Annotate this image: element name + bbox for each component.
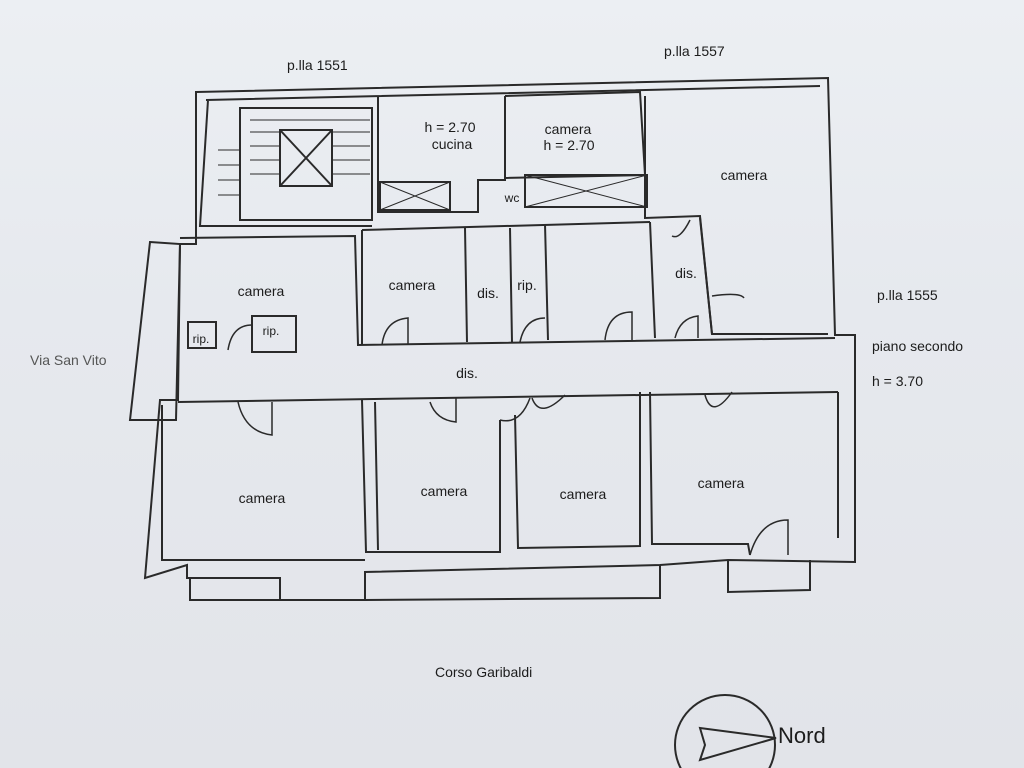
- room-label-camera-mid-2: camera: [388, 277, 436, 293]
- balcony-west: [128, 240, 182, 421]
- inner-wall-line: [198, 85, 821, 227]
- wall-mid-rooms: [361, 217, 713, 345]
- room-label-camera-bottom-1: camera: [238, 490, 286, 506]
- room-label-camera-top-right: camera: [720, 167, 768, 183]
- parcel-label-west: p.lla 1551: [287, 57, 348, 73]
- room-label-cucina: cucina: [431, 136, 473, 152]
- balcony-south-2: [364, 565, 661, 601]
- stair-steps: [218, 119, 370, 196]
- room-label-rip-a: rip.: [192, 332, 210, 346]
- room-label-camera-bottom-3: camera: [559, 486, 607, 502]
- room-label-camera-mid-left: camera: [237, 283, 285, 299]
- room-label-wc: wc: [504, 191, 520, 205]
- north-arrow-symbol: [674, 694, 777, 768]
- balcony-south-3: [727, 560, 811, 594]
- rip-closet-b: [251, 315, 297, 353]
- elevator-shaft: [279, 129, 333, 187]
- door-swings: [227, 219, 789, 556]
- cucina-cabinet: [379, 181, 451, 211]
- wall-bottom-rooms: [161, 391, 839, 561]
- parcel-label-north: p.lla 1557: [664, 43, 725, 59]
- room-label-dis-b: dis.: [675, 265, 697, 281]
- north-arrow-label: Nord: [778, 723, 826, 748]
- wall-camera-top-right: [644, 96, 828, 335]
- street-label-south: Corso Garibaldi: [435, 664, 533, 680]
- wardrobe: [524, 174, 648, 208]
- cabinet-cross: [379, 181, 451, 211]
- floor-name: piano secondo: [872, 338, 964, 354]
- street-label-west: Via San Vito: [30, 352, 107, 368]
- room-label-rip-c: rip.: [517, 277, 537, 293]
- wall-mid-row: [179, 234, 836, 347]
- wall-mid-top: [361, 221, 651, 231]
- balcony-south-1: [189, 578, 280, 601]
- room-label-dis-a: dis.: [477, 285, 499, 301]
- room-label-rip-b: rip.: [262, 324, 280, 338]
- room-label-corridor: dis.: [456, 365, 478, 381]
- elevator-cross: [279, 129, 333, 187]
- parcel-label-east: p.lla 1555: [877, 287, 938, 303]
- wall-camera-top: [504, 90, 647, 179]
- room-height-cucina: h = 2.70: [424, 119, 476, 135]
- room-height-camera-top-mid: h = 2.70: [543, 137, 595, 153]
- room-label-camera-top-mid: camera: [544, 121, 592, 137]
- rip-closet-a: [187, 321, 217, 349]
- floor-height: h = 3.70: [872, 373, 923, 389]
- wardrobe-cross: [524, 174, 648, 208]
- room-label-camera-bottom-2: camera: [420, 483, 468, 499]
- wall-cucina: [377, 96, 506, 213]
- room-label-camera-bottom-4: camera: [697, 475, 745, 491]
- staircase: [239, 107, 373, 221]
- wall-corridor-south: [177, 391, 839, 403]
